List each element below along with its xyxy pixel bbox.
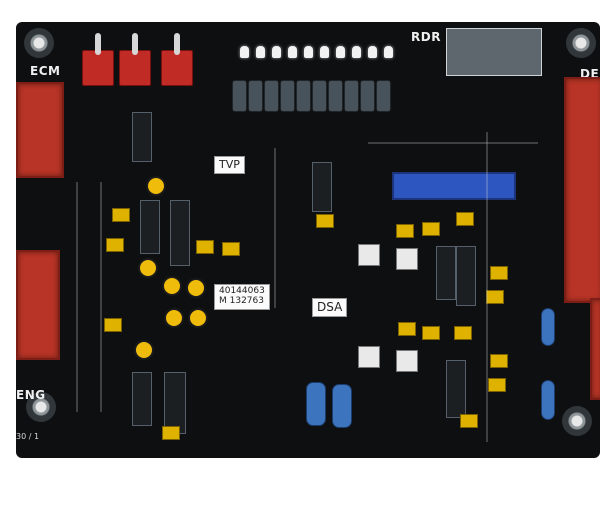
yellow-cap-17 [460,414,478,428]
resistor-array-2 [248,80,263,112]
small-white-block-2 [396,350,418,372]
resistor-array-8 [344,80,359,112]
resistor-array-7 [328,80,343,112]
yellow-cap-12 [398,322,416,336]
trace-2 [100,182,102,412]
yellow-cap-2 [106,238,124,252]
yellow-cap-6 [316,214,334,228]
yellow-cap-10 [490,266,508,280]
yellow-cap-11 [486,290,504,304]
led-5 [304,46,313,58]
blue-capacitor-right-small [541,308,555,346]
resistor-array-4 [280,80,295,112]
right-upper-connector [564,77,600,303]
yellow-cap-3 [104,318,122,332]
center-chip-1 [132,112,152,162]
trace-4 [368,142,538,144]
top-left-mount-hole [24,28,54,58]
part-number-sticker: 40144063 M 132763 [214,284,270,310]
resistor-array-10 [376,80,391,112]
capacitor-round-4 [186,278,206,298]
trace-3 [274,148,276,308]
blue-capacitor-left [306,382,326,426]
right-lower-connector [590,298,600,400]
left-upper-connector [16,82,64,178]
yellow-cap-9 [456,212,474,226]
pcb-board: ECM RDR ENG DE 30 / 1 [16,22,600,458]
center-chip-6 [456,246,476,306]
resistor-array-1 [232,80,247,112]
led-9 [368,46,377,58]
center-chip-5 [436,246,456,300]
resistor-array-6 [312,80,327,112]
yellow-cap-18 [162,426,180,440]
led-3 [272,46,281,58]
led-6 [320,46,329,58]
opto-1 [358,244,380,266]
yellow-cap-14 [454,326,472,340]
center-chip-2 [140,200,160,254]
yellow-cap-8 [422,222,440,236]
trace-5 [486,132,488,442]
center-chip-4 [312,162,332,212]
blue-trimmer [392,172,516,200]
lower-chip-3 [446,360,466,418]
capacitor-round-2 [138,258,158,278]
blue-capacitor-right-lower [541,380,555,420]
lower-chip-1 [132,372,152,426]
yellow-cap-5 [222,242,240,256]
switch-3[interactable] [161,33,193,86]
bottom-left-mount-hole [26,392,56,422]
yellow-cap-4 [196,240,214,254]
capacitor-round-7 [134,340,154,360]
top-right-mount-hole [566,28,596,58]
yellow-cap-13 [422,326,440,340]
bottom-right-mount-hole [562,406,592,436]
part-number: 40144063 [219,286,265,296]
top-right-header [446,28,542,76]
led-2 [256,46,265,58]
led-7 [336,46,345,58]
bottom-left-code: 30 / 1 [16,432,40,441]
resistor-array-9 [360,80,375,112]
small-white-block-1 [396,248,418,270]
capacitor-round-1 [146,176,166,196]
yellow-cap-7 [396,224,414,238]
capacitor-round-3 [162,276,182,296]
led-10 [384,46,393,58]
led-4 [288,46,297,58]
toggle-switch-icon [95,33,101,55]
capacitor-round-5 [164,308,184,328]
toggle-switch-icon [174,33,180,55]
led-8 [352,46,361,58]
yellow-cap-15 [490,354,508,368]
rdr-label: RDR [411,30,441,44]
center-chip-3 [170,200,190,266]
opto-2 [358,346,380,368]
switch-1[interactable] [82,33,114,86]
tvp-label: TVP [214,156,245,175]
yellow-cap-16 [488,378,506,392]
resistor-array-5 [296,80,311,112]
resistor-array-3 [264,80,279,112]
switch-2[interactable] [119,33,151,86]
dsa-label: DSA [312,298,348,318]
toggle-switch-icon [132,33,138,55]
led-1 [240,46,249,58]
trace-1 [76,182,78,412]
yellow-cap-1 [112,208,130,222]
blue-capacitor-right [332,384,352,428]
left-lower-connector [16,250,60,360]
capacitor-round-6 [188,308,208,328]
ecm-label: ECM [30,64,61,78]
lower-chip-2 [164,372,186,434]
serial-number: M 132763 [219,295,264,306]
eng-label: ENG [16,388,46,402]
